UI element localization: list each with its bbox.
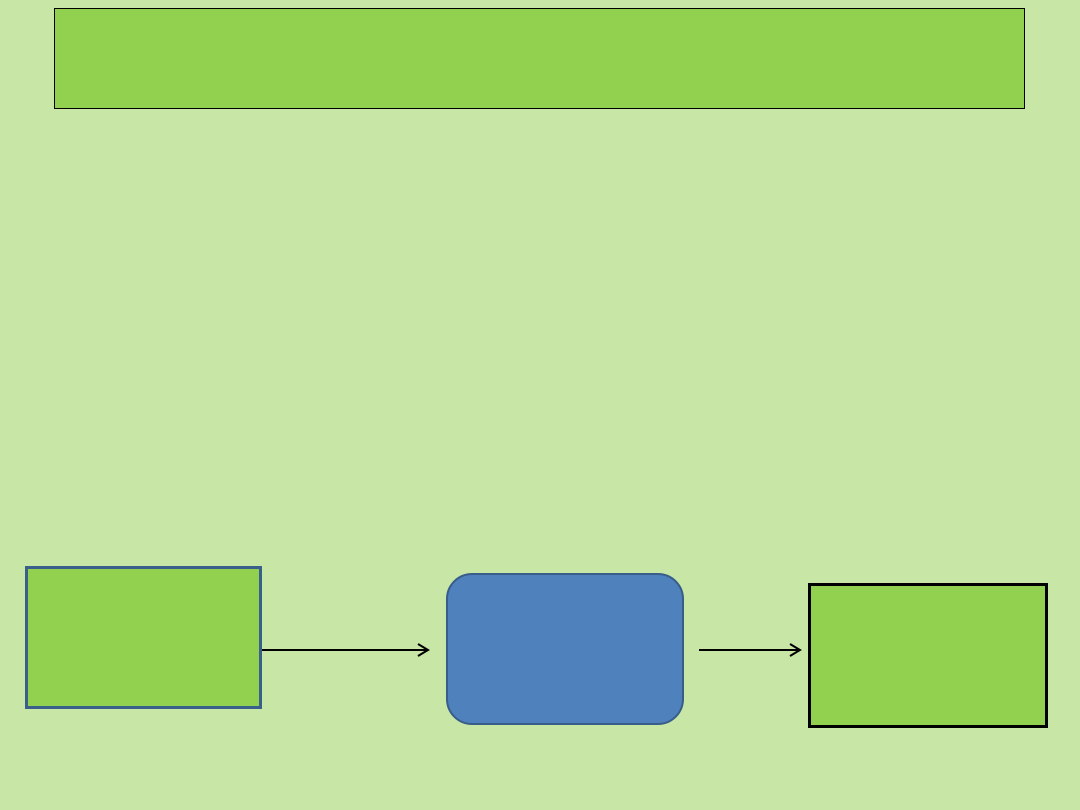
right-box bbox=[808, 583, 1048, 728]
arrow-left-to-middle bbox=[262, 643, 430, 657]
middle-rounded-box bbox=[446, 573, 684, 725]
arrow-middle-to-right bbox=[699, 643, 802, 657]
title-box bbox=[54, 8, 1025, 109]
left-box bbox=[25, 566, 262, 709]
